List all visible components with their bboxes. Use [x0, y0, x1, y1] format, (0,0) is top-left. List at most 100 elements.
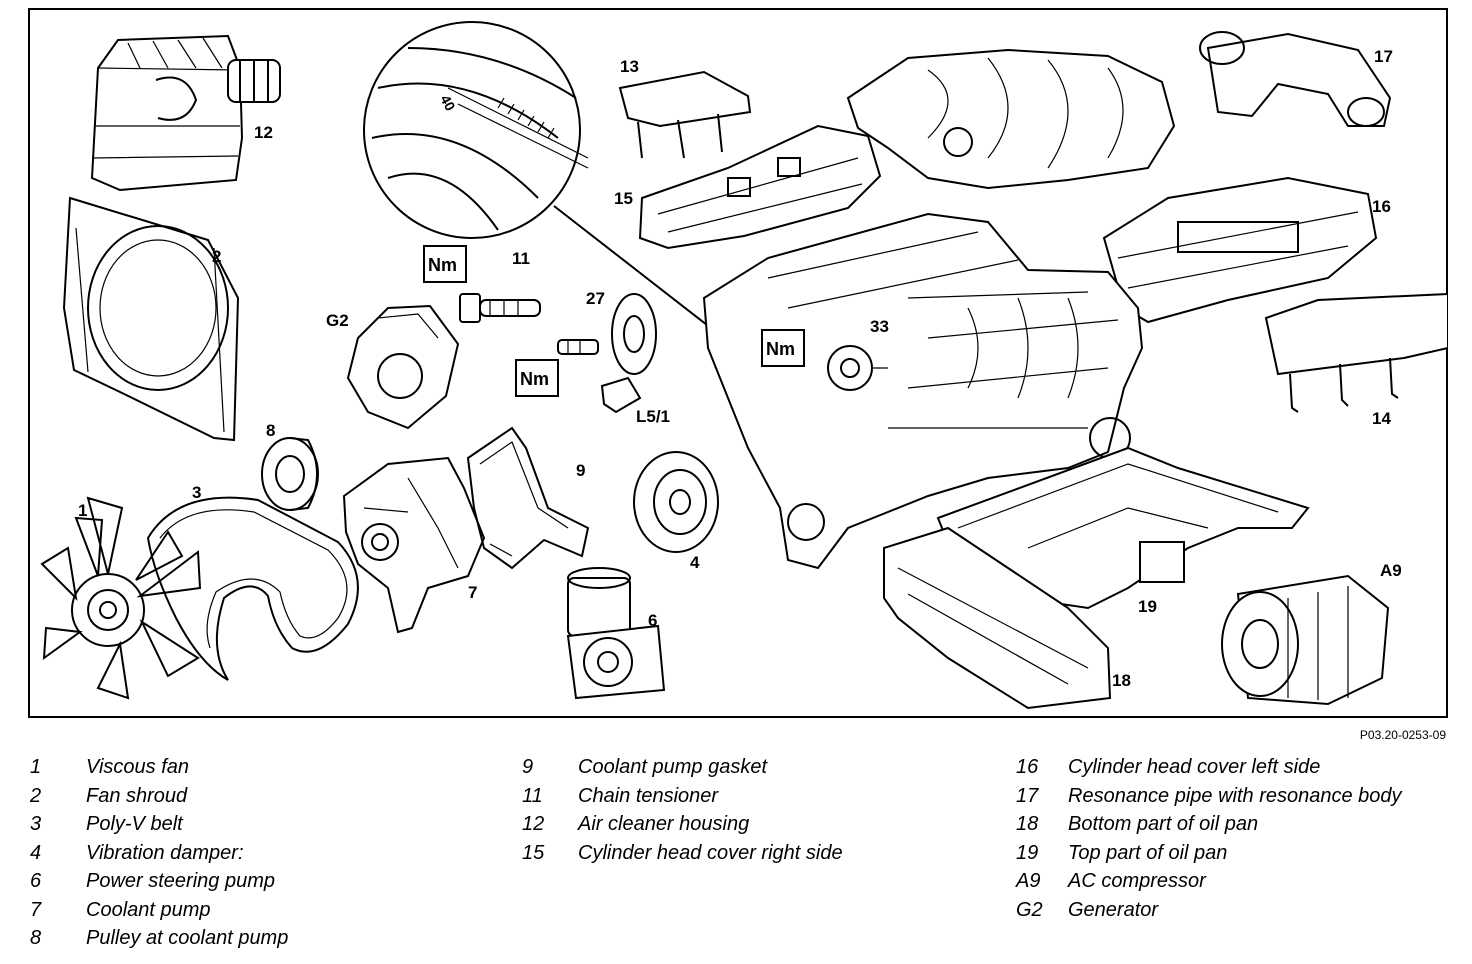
- legend-key: 18: [1016, 813, 1039, 835]
- callout-3: 3: [192, 483, 201, 502]
- legend-key: 9: [522, 756, 534, 778]
- callout-18: 18: [1112, 671, 1131, 690]
- callout-6: 6: [648, 611, 657, 630]
- callout-a9: A9: [1380, 561, 1402, 580]
- legend-key: 11: [522, 784, 543, 807]
- legend-item: A9 AC compressor: [1016, 870, 1456, 899]
- legend-label: Power steering pump: [86, 870, 275, 892]
- power-steering-pump: [566, 567, 666, 700]
- callout-27: 27: [586, 289, 605, 308]
- legend-item: 2 Fan shroud: [30, 785, 470, 814]
- legend-label: Pulley at coolant pump: [86, 927, 289, 949]
- legend-key: 16: [1016, 756, 1039, 778]
- legend-item: 4 Vibration damper:: [30, 842, 470, 871]
- callout-12: 12: [254, 123, 273, 142]
- camshaft-sprocket: [611, 293, 657, 375]
- callout-14: 14: [1372, 409, 1391, 428]
- legend-label: Viscous fan: [86, 756, 190, 778]
- callout-17: 17: [1374, 47, 1393, 66]
- callout-15: 15: [614, 189, 633, 208]
- legend-key: 12: [522, 813, 545, 835]
- legend-label: Vibration damper:: [86, 841, 244, 864]
- legend-label: Coolant pump gasket: [578, 756, 768, 778]
- legend-key: 19: [1016, 841, 1039, 864]
- legend-key: 2: [30, 784, 42, 807]
- legend-item: 17 Resonance pipe with resonance body: [1016, 785, 1456, 814]
- legend-key: G2: [1016, 898, 1043, 921]
- legend-key: 1: [30, 756, 42, 778]
- callout-7: 7: [468, 583, 477, 602]
- callout-l5-1: L5/1: [636, 407, 670, 426]
- scale-mark-label: 40: [437, 92, 459, 113]
- callout-g2: G2: [326, 311, 349, 330]
- bracket-13: [618, 70, 752, 159]
- legend-item: 12 Air cleaner housing: [522, 813, 982, 842]
- legend-column-2: 9 Coolant pump gasket 11 Chain tensioner 1…: [522, 756, 982, 870]
- vibration-damper: [633, 451, 719, 553]
- legend-label: Air cleaner housing: [578, 813, 750, 835]
- resonance-pipe: [1199, 31, 1392, 127]
- timing-scale-magnifier: 40: [363, 21, 789, 389]
- generator: [346, 304, 460, 430]
- viscous-fan: [40, 496, 202, 700]
- figure-reference-code: P03.20-0253-09: [1359, 728, 1446, 742]
- chain-tensioner: [459, 293, 541, 323]
- legend-key: 17: [1016, 784, 1039, 807]
- coolant-pump-gasket: [466, 426, 590, 570]
- callout-1: 1: [78, 501, 87, 520]
- callout-11: 11: [512, 249, 530, 268]
- ac-compressor: [1221, 574, 1390, 706]
- legend-label: Fan shroud: [86, 784, 188, 807]
- legend-label: Cylinder head cover right side: [578, 841, 843, 864]
- oil-pan-bottom: [883, 526, 1112, 710]
- legend-key: A9: [1016, 870, 1041, 892]
- legend-key: 6: [30, 870, 42, 892]
- legend-item: 19 Top part of oil pan: [1016, 842, 1456, 871]
- legend-item: 11 Chain tensioner: [522, 785, 982, 814]
- callout-9: 9: [576, 461, 585, 480]
- legend-label: Top part of oil pan: [1068, 841, 1228, 864]
- intake-manifold: [846, 48, 1176, 190]
- legend-key: 8: [30, 927, 42, 949]
- callout-16: 16: [1372, 197, 1391, 216]
- legend-item: 1 Viscous fan: [30, 756, 470, 785]
- diagram-canvas: 40: [28, 8, 1448, 718]
- diagram-frame: [28, 8, 1448, 718]
- air-cleaner-housing: [90, 34, 281, 192]
- torque-label: Nm: [428, 255, 457, 275]
- legend-item: 8 Pulley at coolant pump: [30, 927, 470, 956]
- legend-label: Generator: [1068, 898, 1159, 921]
- legend-label: Resonance pipe with resonance body: [1068, 784, 1402, 807]
- legend-item: 16 Cylinder head cover left side: [1016, 756, 1456, 785]
- legend-label: Bottom part of oil pan: [1068, 813, 1259, 835]
- legend-item: 18 Bottom part of oil pan: [1016, 813, 1456, 842]
- torque-badge-2: Nm: [515, 359, 559, 397]
- legend-label: Chain tensioner: [578, 784, 719, 807]
- legend-label: Cylinder head cover left side: [1068, 756, 1321, 778]
- callout-4: 4: [690, 553, 700, 572]
- pulley-at-coolant-pump: [261, 437, 319, 511]
- legend-key: 4: [30, 841, 42, 864]
- fan-shroud: [62, 196, 240, 442]
- legend-key: 3: [30, 813, 42, 835]
- coolant-pump: [342, 456, 486, 634]
- sensor-l5-1: [600, 376, 642, 414]
- torque-badge-1: Nm: [423, 245, 467, 283]
- legend-column-1: 1 Viscous fan 2 Fan shroud 3 Poly-V belt 4 V…: [30, 756, 470, 956]
- legend-label: Poly-V belt: [86, 813, 183, 835]
- exploded-engine-diagram: 40: [28, 8, 1448, 718]
- legend-label: AC compressor: [1068, 870, 1206, 892]
- callout-19: 19: [1138, 597, 1157, 616]
- callout-2: 2: [212, 247, 221, 266]
- legend-item: 9 Coolant pump gasket: [522, 756, 982, 785]
- legend-column-3: 16 Cylinder head cover left side 17 Resona…: [1016, 756, 1456, 927]
- callout-8: 8: [266, 421, 275, 440]
- legend-item: G2 Generator: [1016, 899, 1456, 928]
- poly-v-belt: [146, 496, 359, 681]
- legend-key: 7: [30, 898, 42, 921]
- torque-badge-3: Nm: [761, 329, 805, 367]
- torque-label: Nm: [520, 369, 549, 389]
- engine-block: [702, 212, 1144, 570]
